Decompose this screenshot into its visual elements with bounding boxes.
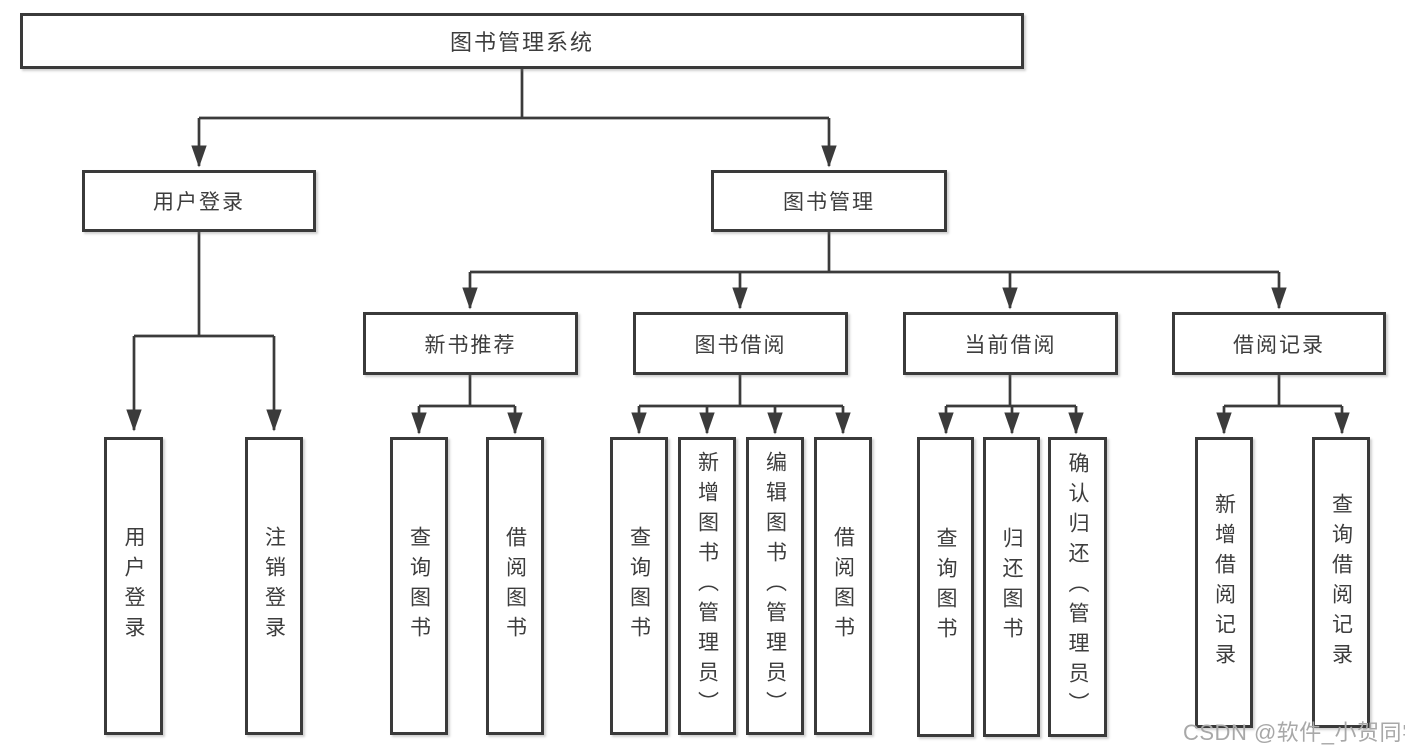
node-new-book-recommend: 新书推荐: [363, 312, 578, 375]
node-borrow-record: 借阅记录: [1172, 312, 1386, 375]
leaf-add-books-admin: 新增图书（管理员）: [678, 437, 736, 735]
branch-current-borrow: [946, 374, 1076, 408]
leaf-query-books: 查询图书: [610, 437, 668, 735]
csdn-watermark: CSDN @软件_小贺同学: [1183, 720, 1405, 745]
leaf-add-borrow-record: 新增借阅记录: [1195, 437, 1253, 728]
leaf-user-login: 用户登录: [104, 437, 163, 735]
node-current-borrow: 当前借阅: [903, 312, 1118, 375]
leaf-return-books: 归还图书: [983, 437, 1040, 737]
leaf-logout: 注销登录: [245, 437, 303, 735]
node-root-system: 图书管理系统: [20, 13, 1024, 69]
branch-user-login: [134, 231, 274, 338]
node-book-management: 图书管理: [711, 170, 947, 232]
leaf-query-books: 查询图书: [917, 437, 974, 737]
leaf-borrow-books: 借阅图书: [486, 437, 544, 735]
node-user-login: 用户登录: [82, 170, 316, 232]
leaf-query-borrow-record: 查询借阅记录: [1312, 437, 1370, 728]
leaf-edit-books-admin: 编辑图书（管理员）: [746, 437, 804, 735]
node-book-borrow: 图书借阅: [633, 312, 848, 375]
leaf-query-books: 查询图书: [390, 437, 448, 735]
branch-root-to-level2: [199, 68, 829, 120]
leaf-borrow-books: 借阅图书: [814, 437, 872, 735]
leaf-confirm-return-admin: 确认归还（管理员）: [1048, 437, 1107, 737]
branch-borrow-record: [1224, 374, 1342, 408]
branch-new-book: [419, 374, 515, 408]
branch-book-mgmt: [470, 231, 1279, 274]
branch-book-borrow: [639, 374, 843, 408]
